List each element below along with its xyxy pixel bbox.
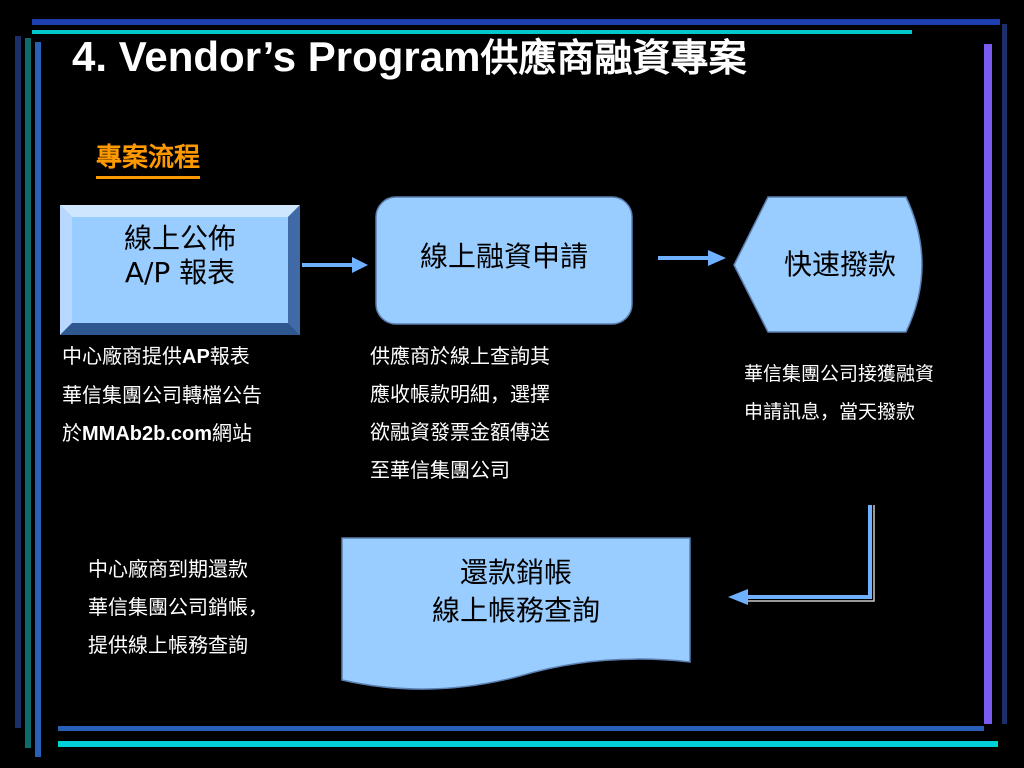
- frame-left-blue: [35, 42, 41, 757]
- step1-bevel-box: [60, 205, 300, 335]
- step3-note: 華信集團公司接獲融資 申請訊息，當天撥款: [744, 355, 934, 431]
- frame-right-purple: [984, 44, 992, 724]
- step1-note-line3-pre: 於: [62, 421, 82, 445]
- frame-left-teal: [25, 38, 31, 748]
- step1-note-line1-pre: 中心廠商提供: [62, 344, 182, 368]
- frame-top-blue: [32, 19, 1000, 25]
- frame-bottom-blue: [58, 726, 984, 731]
- title-english: 4. Vendor’s Program: [72, 33, 481, 80]
- step1-note-line1-bold: AP: [182, 346, 210, 368]
- arrow-step1-to-step2: [302, 257, 368, 273]
- step2-label: 線上融資申請: [419, 240, 588, 273]
- page-title: 4. Vendor’s Program供應商融資專案: [72, 33, 747, 80]
- step1-note-line3-post: 網站: [212, 421, 252, 445]
- step3-note-line2: 申請訊息，當天撥款: [744, 401, 916, 423]
- step2-note-line2: 應收帳款明細，選擇: [370, 382, 550, 406]
- step4-label-line2: 線上帳務查詢: [431, 593, 600, 627]
- step3-display-box: [733, 196, 923, 333]
- step1-note-line3: 於MMAb2b.com網站: [62, 414, 262, 453]
- step2-rounded-box: [375, 196, 633, 325]
- step1-note-line2: 華信集團公司轉檔公告: [62, 383, 262, 407]
- step4-document-box: [341, 537, 691, 690]
- step4-label: 還款銷帳 線上帳務查詢: [342, 554, 690, 630]
- frame-left-navy: [15, 36, 21, 728]
- step1-note-line1-post: 報表: [209, 344, 250, 368]
- step2-note-line1: 供應商於線上查詢其: [370, 344, 550, 368]
- step4-note-line2: 華信集團公司銷帳，: [88, 595, 268, 619]
- step4-note: 中心廠商到期還款 華信集團公司銷帳， 提供線上帳務查詢: [88, 550, 268, 664]
- frame-top-cyan: [32, 30, 912, 34]
- step2-note-line3: 欲融資發票金額傳送: [370, 420, 550, 444]
- step2-note: 供應商於線上查詢其 應收帳款明細，選擇 欲融資發票金額傳送 至華信集團公司: [370, 337, 550, 489]
- step1-note-line1: 中心廠商提供AP報表: [62, 337, 262, 376]
- section-subtitle: 專案流程: [96, 143, 201, 180]
- arrow-step3-to-step4: [728, 505, 875, 605]
- step1-label-line2: A/P 報表: [124, 255, 236, 289]
- step4-label-line1: 還款銷帳: [459, 556, 572, 589]
- step1-label-line1: 線上公佈: [123, 222, 236, 255]
- step4-note-line1: 中心廠商到期還款: [88, 557, 248, 581]
- step3-note-line1: 華信集團公司接獲融資: [744, 363, 935, 385]
- step1-note: 中心廠商提供AP報表 華信集團公司轉檔公告 於MMAb2b.com網站: [62, 337, 262, 453]
- frame-right-navy: [1002, 24, 1007, 724]
- step4-note-line3: 提供線上帳務查詢: [88, 633, 248, 657]
- arrow-step2-to-step3: [658, 250, 726, 266]
- step2-note-line4: 至華信集團公司: [370, 458, 510, 482]
- step1-note-line3-bold: MMAb2b.com: [82, 423, 212, 445]
- frame-bottom-cyan: [58, 741, 998, 747]
- title-chinese: 供應商融資專案: [480, 35, 747, 80]
- step3-label: 快速撥款: [783, 248, 896, 281]
- step1-label: 線上公佈 A/P 報表: [72, 222, 288, 289]
